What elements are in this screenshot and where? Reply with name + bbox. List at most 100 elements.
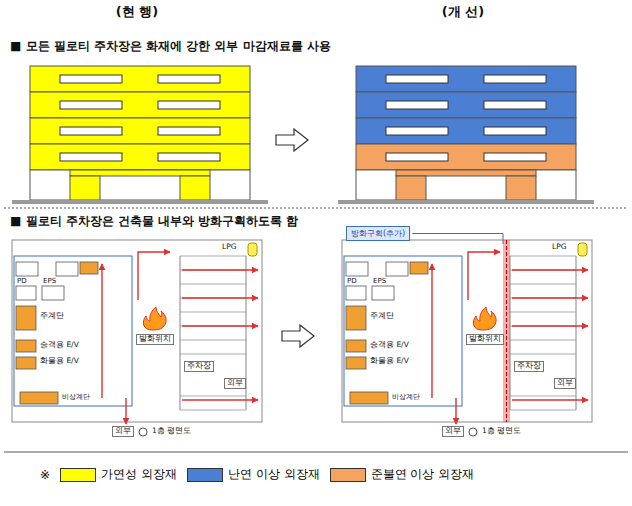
room [346, 262, 368, 276]
parking-stall [180, 284, 246, 285]
plan-outline [342, 240, 592, 422]
plan-label: 주차장 [184, 361, 214, 372]
piloti-space [356, 170, 576, 200]
room [346, 286, 366, 300]
evacuation-arrow [512, 269, 588, 270]
north-mark [469, 428, 477, 436]
floor-plan [12, 240, 262, 436]
parking-stall [510, 396, 576, 397]
legend: ※가연성 외장재난연 이상 외장재준불연 이상 외장재 [40, 466, 474, 483]
window [484, 75, 546, 83]
plan-label: EPS [373, 277, 386, 285]
parking-stall [510, 256, 576, 257]
plan-label: 비상계단 [392, 393, 420, 401]
parking-stall [510, 312, 576, 313]
piloti-column [180, 176, 210, 200]
room [16, 262, 38, 276]
section-divider [4, 208, 628, 209]
parking-line [180, 256, 181, 410]
lpg-tank [248, 243, 257, 256]
plan-label: EPS [43, 277, 56, 285]
evacuation-arrow [468, 252, 500, 300]
plan-label: LPG [552, 243, 567, 252]
window [158, 101, 220, 109]
plan-label: 외부 [554, 378, 576, 389]
plan-label: PD [347, 277, 357, 285]
ground [338, 200, 594, 204]
parking-stall [180, 340, 246, 341]
parking-stall [180, 410, 246, 411]
fire-resistant-room [16, 306, 36, 330]
piloti-space [30, 170, 250, 200]
evacuation-arrow [512, 297, 588, 298]
window [386, 75, 448, 83]
floor-band [356, 66, 576, 92]
transition-arrow [282, 325, 314, 347]
legend-text: 난연 이상 외장재 [228, 466, 320, 483]
core-zone [344, 256, 462, 406]
core-zone [14, 256, 132, 406]
evacuation-arrow [455, 398, 456, 424]
callout-text: 방화구획(추가) [351, 229, 405, 238]
floor-band [356, 92, 576, 118]
plan-label: 화물용 E/V [40, 357, 79, 366]
legend-text: 준불연 이상 외장재 [371, 466, 475, 483]
parking-stall [510, 340, 576, 341]
column-heading: (개 선) [442, 5, 484, 20]
window [484, 127, 546, 135]
fire-resistant-room [80, 262, 98, 274]
fire-resistant-room [16, 340, 36, 352]
section-heading: ■ 모든 필로티 주차장은 화재에 강한 외부 마감재료를 사용 [10, 40, 331, 54]
window [158, 153, 220, 161]
plan-label: 외부 [442, 426, 464, 437]
evacuation-arrow [138, 252, 170, 300]
transition-arrow [276, 129, 308, 151]
fire-symbol [473, 307, 496, 330]
evacuation-arrow [182, 297, 258, 298]
floor-band [30, 92, 250, 118]
room [56, 262, 78, 276]
fire-resistant-room [410, 262, 428, 274]
fire-compartment-line [506, 240, 507, 422]
evacuation-arrow [101, 264, 102, 398]
fire-symbol [143, 307, 166, 330]
plan-label: 외부 [112, 426, 134, 437]
floor-band [356, 118, 576, 144]
window [60, 153, 122, 161]
window [386, 153, 448, 161]
fire-resistant-room [16, 357, 36, 369]
floor-band [30, 66, 250, 92]
evacuation-arrow [182, 399, 258, 400]
window [60, 101, 122, 109]
piloti-beam [70, 170, 210, 176]
piloti-column [396, 176, 426, 200]
evacuation-arrow [512, 325, 588, 326]
plan-label: 비상계단 [62, 393, 90, 401]
evacuation-arrow [431, 264, 432, 398]
plan-label: 주차장 [514, 361, 544, 372]
plan-label: 발화위치 [466, 334, 504, 345]
parking-stall [180, 312, 246, 313]
plan-label: 1층 평면도 [152, 427, 191, 436]
building-elevation [12, 66, 268, 204]
lpg-tank [578, 243, 587, 256]
legend-item: 가연성 외장재 [60, 466, 177, 483]
parking-stall [510, 354, 576, 355]
parking-stall [510, 284, 576, 285]
plan-label: 1층 평면도 [482, 427, 521, 436]
floor-band [30, 144, 250, 170]
plan-label: 승객용 E/V [370, 341, 409, 350]
parking-stall [510, 410, 576, 411]
window [484, 101, 546, 109]
window [386, 127, 448, 135]
evacuation-arrow [182, 269, 258, 270]
window [158, 127, 220, 135]
fire-compartment-band [503, 240, 510, 422]
plan-label: LPG [222, 243, 237, 252]
callout-box: 방화구획(추가) [346, 226, 410, 241]
fire-resistant-room [350, 392, 388, 404]
legend-text: 가연성 외장재 [101, 466, 177, 483]
evacuation-arrow [512, 399, 588, 400]
floor-plan [342, 240, 592, 436]
